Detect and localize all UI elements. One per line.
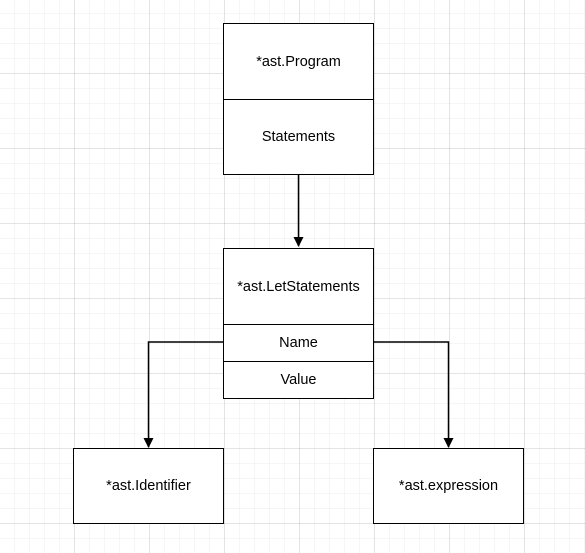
let-statements-field-value: Value: [224, 361, 373, 398]
identifier-title: *ast.Identifier: [106, 478, 191, 494]
let-statements-title: *ast.LetStatements: [237, 278, 360, 295]
let-statements-node[interactable]: *ast.LetStatements Name Value: [223, 248, 374, 399]
program-node[interactable]: *ast.Program Statements: [223, 23, 374, 175]
program-field-statements: Statements: [224, 99, 373, 174]
arrow-name-to-identifier: [143, 341, 223, 448]
expression-title: *ast.expression: [398, 478, 499, 494]
let-statements-field-name: Name: [224, 324, 373, 361]
identifier-node[interactable]: *ast.Identifier: [73, 448, 224, 524]
expression-node[interactable]: *ast.expression: [373, 448, 524, 524]
program-title: *ast.Program: [256, 53, 341, 70]
arrow-name-to-expression: [374, 341, 454, 448]
